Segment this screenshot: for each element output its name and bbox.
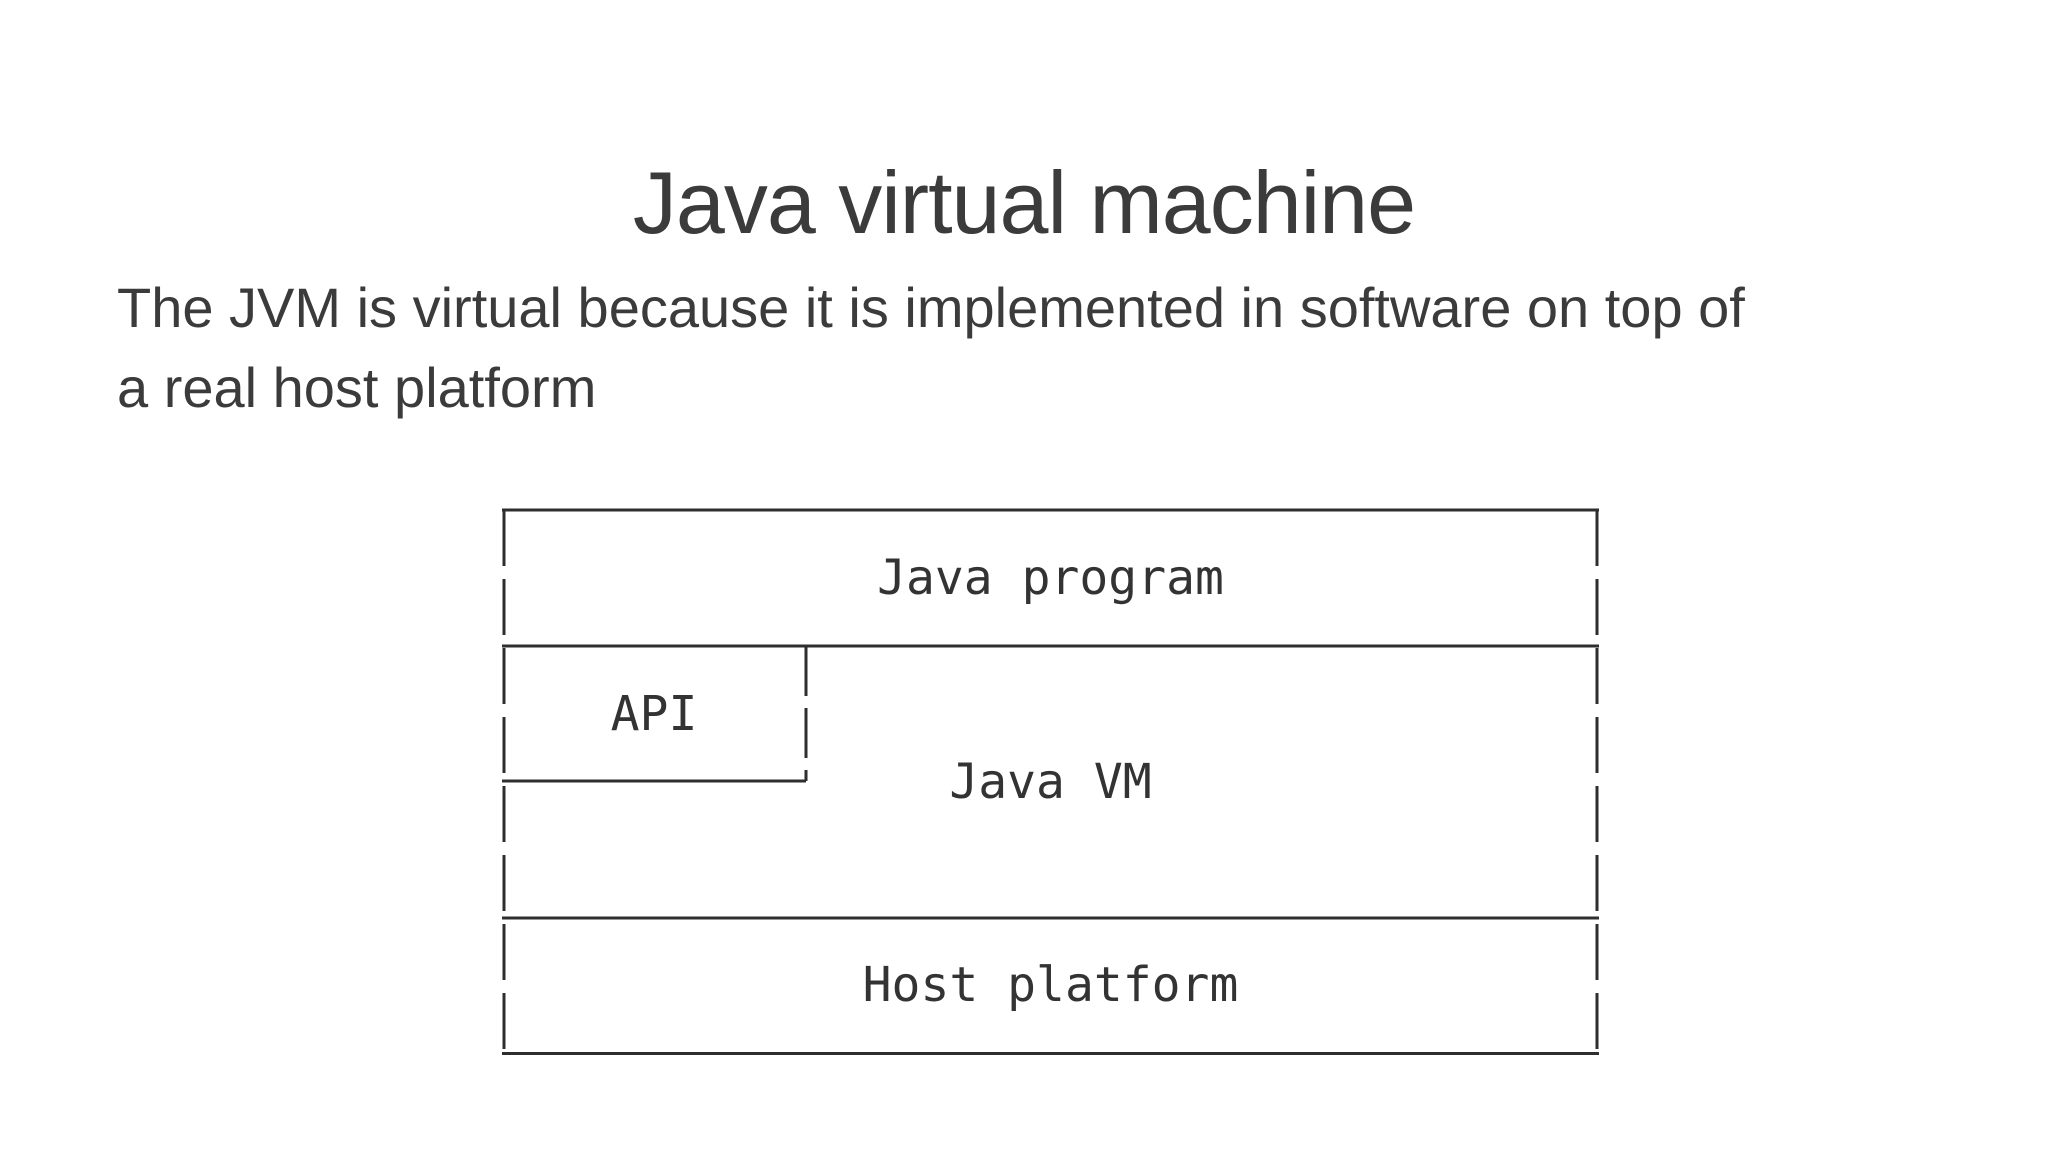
layer-label-java-program: Java program [877, 550, 1224, 606]
jvm-layers-diagram [502, 508, 1599, 1056]
layer-label-java-vm: Java VM [949, 754, 1152, 810]
intro-paragraph-line-2: a real host platform [117, 356, 597, 419]
layer-label-api: API [610, 686, 698, 742]
intro-paragraph-line-1: The JVM is virtual because it is impleme… [117, 276, 1745, 339]
intro-paragraph: The JVM is virtual because it is impleme… [117, 268, 1977, 428]
jvm-layers-diagram-lines [502, 508, 1599, 1055]
page-title: Java virtual machine [632, 152, 1416, 252]
layer-label-host-platform: Host platform [862, 957, 1239, 1013]
